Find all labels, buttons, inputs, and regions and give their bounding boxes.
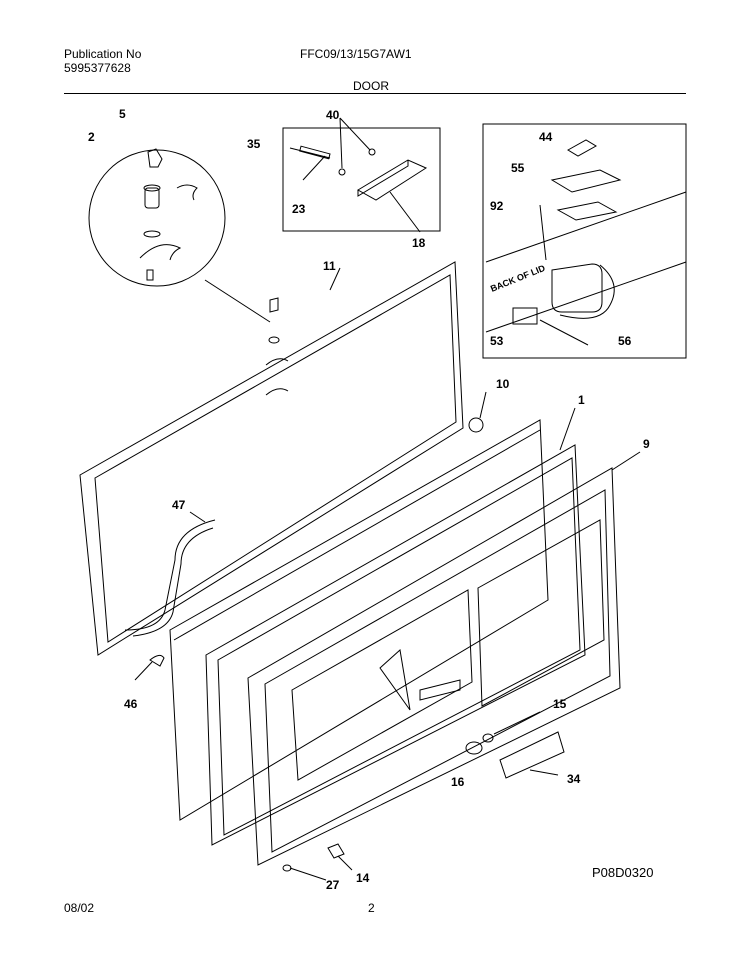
- callout-55: 55: [511, 161, 525, 175]
- header-rule: [64, 93, 686, 94]
- lid-frame: [79, 261, 487, 656]
- door-liner: [169, 419, 549, 821]
- callout-35: 35: [247, 137, 261, 151]
- callout-92: 92: [490, 199, 504, 213]
- callout-27: 27: [326, 878, 340, 892]
- callout-18: 18: [412, 236, 426, 250]
- callout-40: 40: [326, 108, 340, 122]
- callout-16: 16: [451, 775, 465, 789]
- callout-23: 23: [292, 202, 306, 216]
- callout-5: 5: [119, 107, 126, 121]
- callout-14: 14: [356, 871, 370, 885]
- handle-box: [282, 117, 441, 233]
- model-number: FFC09/13/15G7AW1: [300, 47, 412, 61]
- callout-56: 56: [618, 334, 632, 348]
- callout-9: 9: [643, 437, 650, 451]
- callout-44: 44: [539, 130, 553, 144]
- callout-47: 47: [172, 498, 186, 512]
- hinge-detail-circle: [88, 148, 271, 323]
- publication-number: 5995377628: [64, 61, 131, 75]
- callout-11: 11: [323, 259, 336, 273]
- callout-10: 10: [496, 377, 510, 391]
- callout-53: 53: [490, 334, 504, 348]
- callout-46: 46: [124, 697, 138, 711]
- footer-date: 08/02: [64, 901, 95, 915]
- footer-page: 2: [368, 901, 375, 915]
- wire-harness: [124, 511, 216, 681]
- drawing-id: P08D0320: [592, 865, 654, 880]
- callout-1: 1: [578, 393, 585, 407]
- publication-label: Publication No: [64, 47, 142, 61]
- light-inset-box: [482, 123, 687, 359]
- door-gasket: [205, 407, 586, 846]
- inset-text: BACK OF LID: [489, 263, 547, 294]
- section-title: DOOR: [353, 79, 389, 93]
- bottom-parts: [282, 711, 565, 881]
- callout-2: 2: [88, 130, 95, 144]
- callout-34: 34: [567, 772, 581, 786]
- door-front-panel: [247, 451, 641, 866]
- callout-15: 15: [553, 697, 567, 711]
